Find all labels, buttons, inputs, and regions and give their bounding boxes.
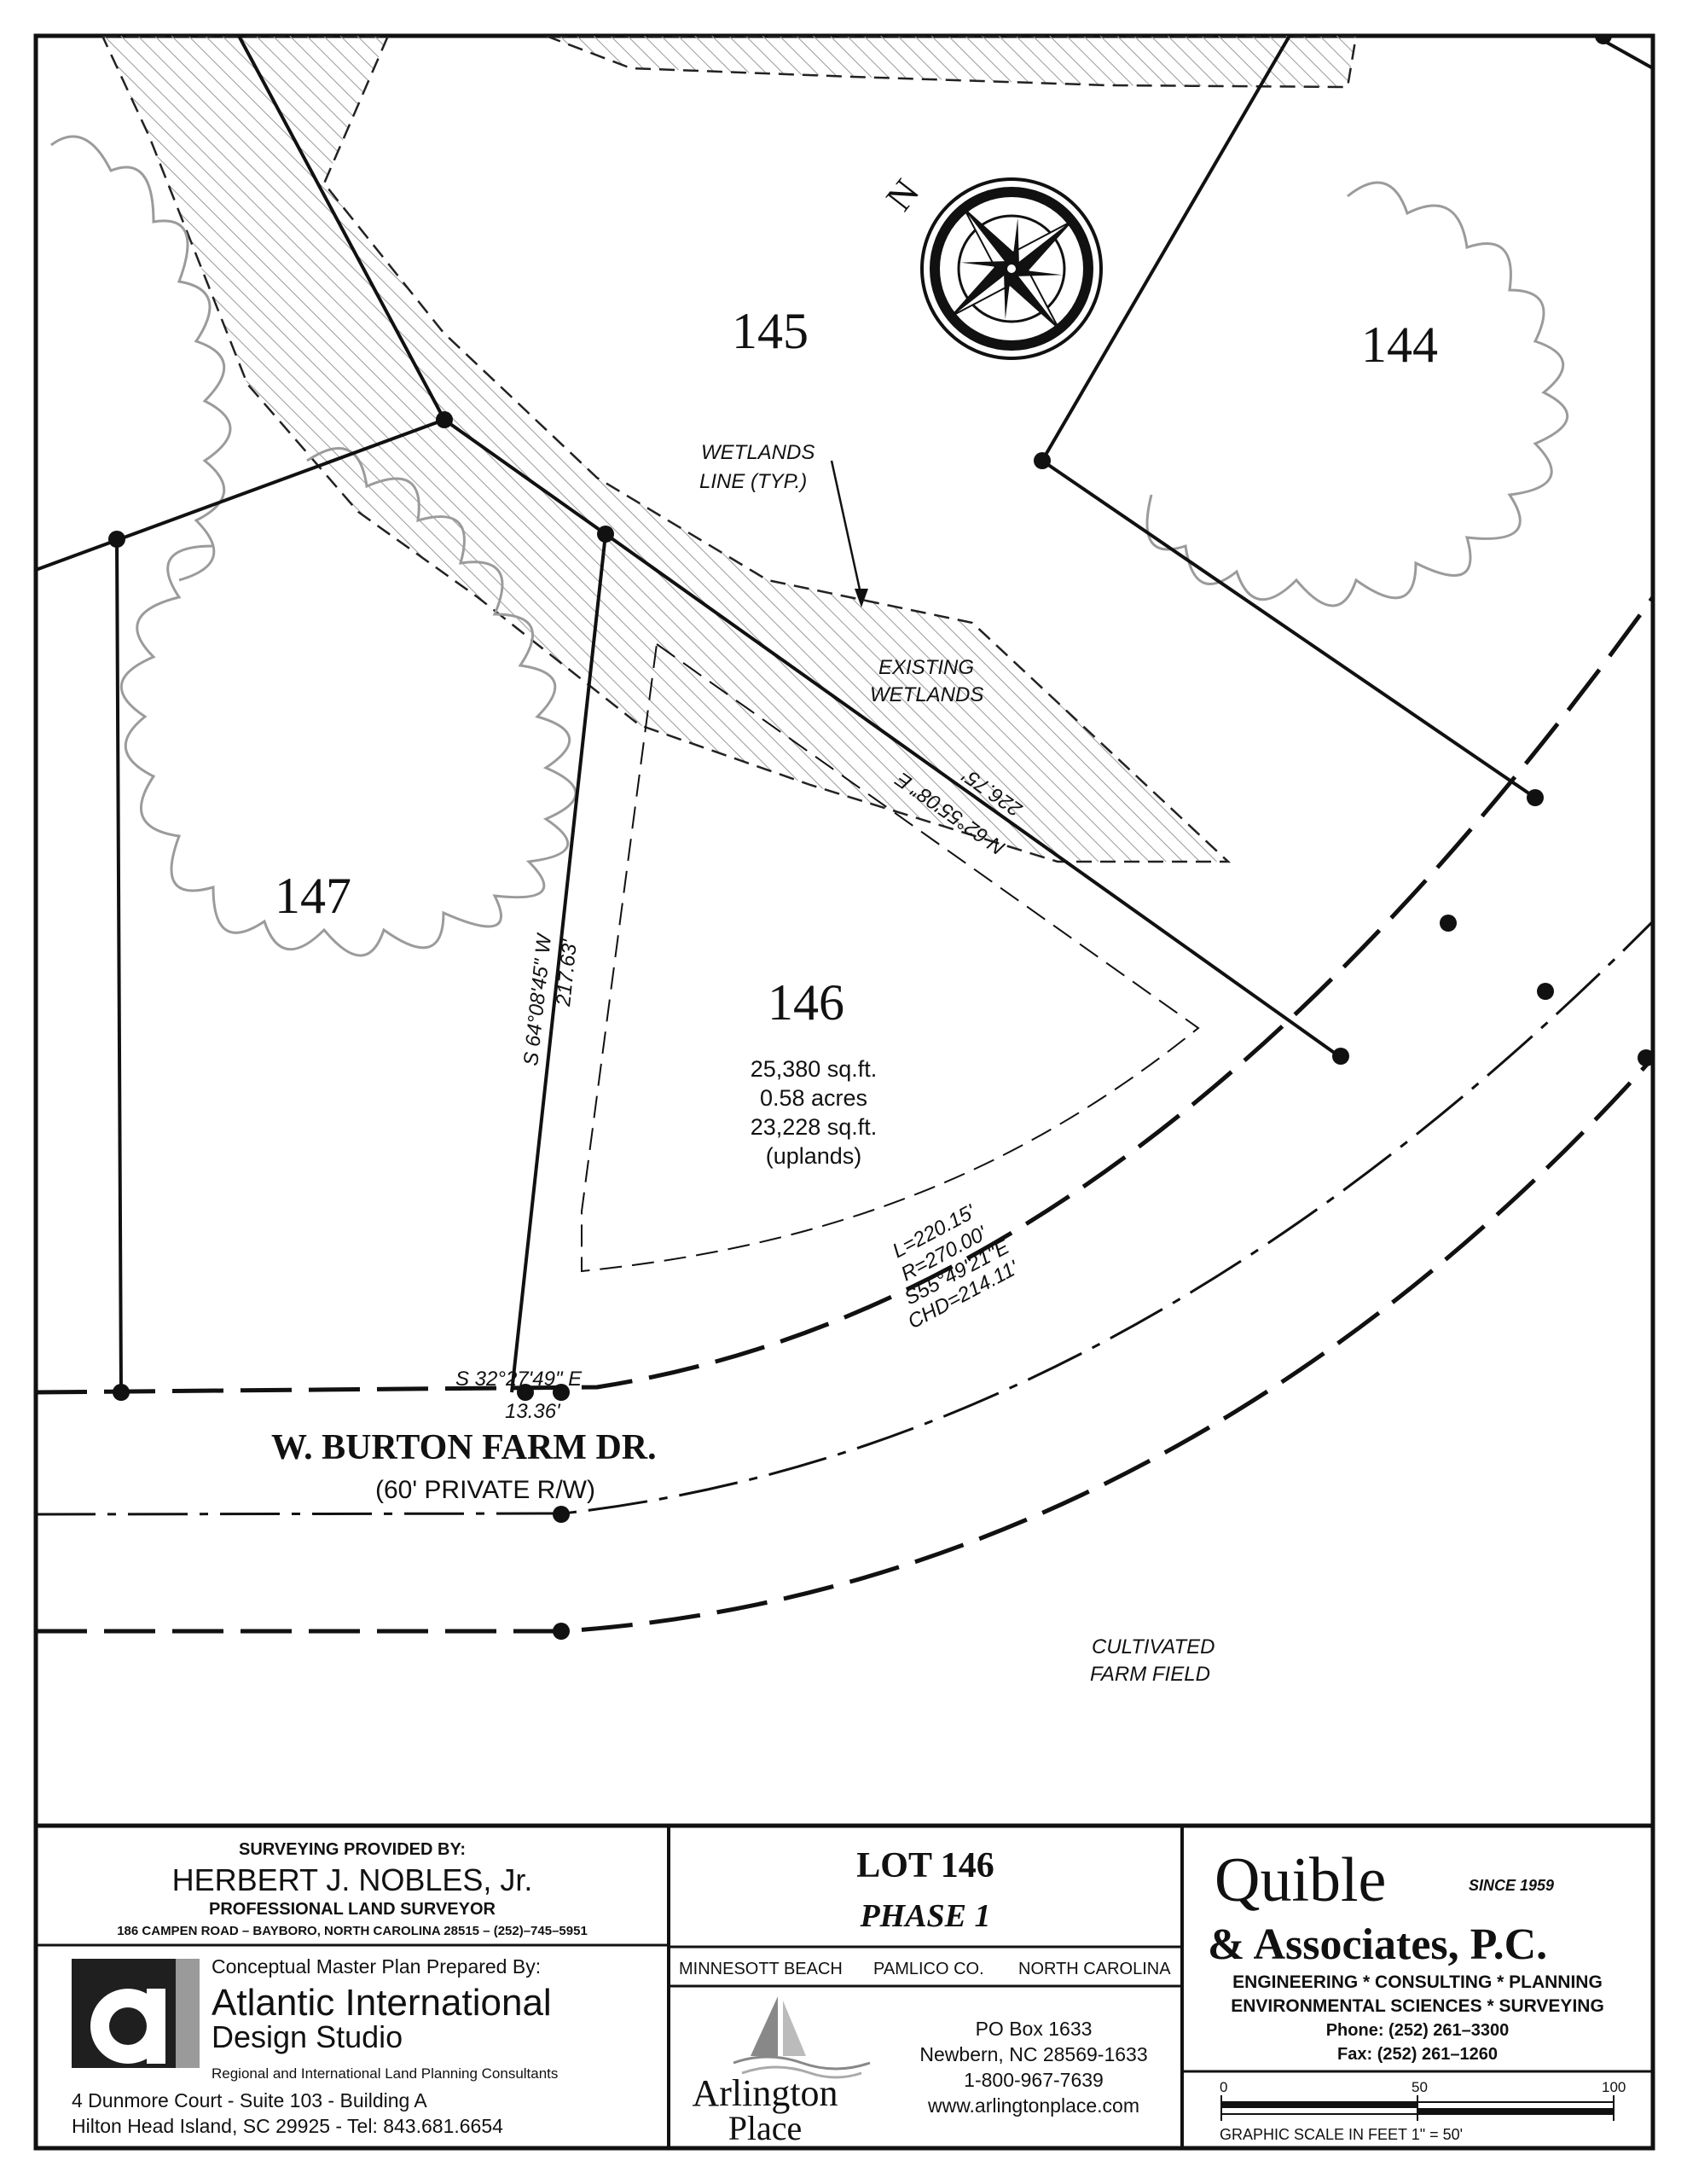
wetlands-area-top — [545, 36, 1358, 89]
project-web: www.arlingtonplace.com — [927, 2094, 1139, 2117]
engineer-block: Quible SINCE 1959 & Associates, P.C. ENG… — [1208, 1845, 1626, 2143]
uplands-boundary — [581, 643, 1200, 1273]
annotation-labels: WETLANDS LINE (TYP.) EXISTING WETLANDS C… — [699, 441, 1215, 1686]
project-phone: 1-800-967-7639 — [964, 2069, 1104, 2091]
lot-145-label: 145 — [732, 303, 809, 359]
lot-144-label: 144 — [1361, 317, 1438, 373]
project-county: PAMLICO CO. — [873, 1960, 984, 1978]
surveyor-title: PROFESSIONAL LAND SURVEYOR — [209, 1900, 496, 1919]
scale-label-0: 0 — [1220, 2079, 1227, 2095]
cultivated-label-1: CULTIVATED — [1092, 1635, 1215, 1658]
road-row-north — [36, 595, 1653, 1395]
road-name: W. BURTON FARM DR. — [271, 1428, 657, 1467]
road-row-label: (60' PRIVATE R/W) — [375, 1476, 595, 1504]
existing-wetlands-label-2: WETLANDS — [870, 683, 983, 706]
phase-title: PHASE 1 — [859, 1898, 990, 1934]
lot-146-area-block: 25,380 sq.ft. 0.58 acres 23,228 sq.ft. (… — [751, 1056, 878, 1169]
scale-label-100: 100 — [1602, 2079, 1626, 2095]
lot-title: LOT 146 — [856, 1846, 994, 1885]
engineer-fax: Fax: (252) 261–1260 — [1337, 2045, 1498, 2064]
area-sqft: 25,380 sq.ft. — [751, 1056, 878, 1082]
uplands-sqft: 23,228 sq.ft. — [751, 1114, 878, 1140]
existing-wetlands-label-1: EXISTING — [878, 656, 974, 679]
designer-address-1: 4 Dunmore Court - Suite 103 - Building A — [72, 2089, 427, 2111]
survey-points — [108, 36, 1653, 1640]
compass-rose-icon — [920, 177, 1103, 360]
surveyor-address: 186 CAMPEN ROAD – BAYBORO, NORTH CAROLIN… — [117, 1924, 588, 1938]
tree-line-center — [120, 446, 577, 957]
cultivated-label-2: FARM FIELD — [1090, 1663, 1210, 1686]
project-town: MINNESOTT BEACH — [679, 1960, 843, 1978]
engineer-name-2: & Associates, P.C. — [1208, 1920, 1547, 1969]
project-state: NORTH CAROLINA — [1018, 1960, 1171, 1978]
designer-tagline: Regional and International Land Planning… — [212, 2065, 558, 2082]
project-city: Newbern, NC 28569-1633 — [919, 2043, 1147, 2065]
road-row-south — [36, 1056, 1653, 1634]
designer-block: ai Conceptual Master Plan Prepared By: A… — [72, 1955, 558, 2137]
engineer-phone: Phone: (252) 261–3300 — [1326, 2021, 1510, 2040]
ai-logo-icon: ai — [72, 1959, 200, 2068]
north-label: N — [878, 171, 927, 218]
map-area: N 145 144 147 146 25,380 sq.ft. 0.58 acr… — [36, 36, 1653, 1686]
title-block: SURVEYING PROVIDED BY: HERBERT J. NOBLES… — [36, 1823, 1653, 2148]
engineer-name-1: Quible — [1215, 1845, 1386, 1915]
engineer-services-1: ENGINEERING * CONSULTING * PLANNING — [1232, 1972, 1603, 1992]
scale-caption: GRAPHIC SCALE IN FEET 1" = 50' — [1220, 2126, 1463, 2143]
bearing-labels: N 62°55'08" E 226.75' S 64°08'45" W 217.… — [455, 764, 1027, 1423]
wetlands-area-diagonal — [101, 36, 1232, 863]
project-block: LOT 146 PHASE 1 MINNESOTT BEACH PAMLICO … — [679, 1846, 1171, 2147]
designer-name-2: Design Studio — [212, 2019, 403, 2054]
brand-name-1: Arlington — [692, 2072, 838, 2114]
uplands-label: (uplands) — [766, 1143, 862, 1169]
surveyor-heading: SURVEYING PROVIDED BY: — [239, 1840, 466, 1859]
scale-label-50: 50 — [1412, 2079, 1428, 2095]
frontage-distance: 13.36' — [505, 1400, 561, 1423]
wetlands-line-label-2: LINE (TYP.) — [699, 470, 807, 493]
surveyor-name: HERBERT J. NOBLES, Jr. — [172, 1862, 533, 1897]
designer-heading: Conceptual Master Plan Prepared By: — [212, 1955, 541, 1978]
area-acres: 0.58 acres — [760, 1085, 867, 1111]
designer-address-2: Hilton Head Island, SC 29925 - Tel: 843.… — [72, 2115, 503, 2137]
engineer-since: SINCE 1959 — [1469, 1877, 1554, 1894]
road-centerline — [36, 920, 1653, 1516]
brand-name-2: Place — [728, 2109, 803, 2147]
tree-line-right — [1145, 181, 1569, 607]
engineer-services-2: ENVIRONMENTAL SCIENCES * SURVEYING — [1231, 1996, 1604, 2016]
wetlands-line-label-1: WETLANDS — [701, 441, 815, 464]
arlington-sail-logo-icon — [733, 1996, 871, 2079]
frontage-bearing: S 32°27'49" E — [455, 1368, 583, 1391]
lot-146-label: 146 — [768, 974, 844, 1031]
surveyor-block: SURVEYING PROVIDED BY: HERBERT J. NOBLES… — [117, 1840, 588, 1938]
graphic-scale: 0 50 100 GRAPHIC SCALE IN FEET 1" = 50' — [1220, 2079, 1626, 2143]
project-po-box: PO Box 1633 — [976, 2018, 1093, 2040]
wetlands-label-leader — [830, 460, 863, 598]
lot-147-label: 147 — [275, 868, 351, 924]
designer-name-1: Atlantic International — [212, 1982, 552, 2024]
west-line-distance: 217.63' — [552, 938, 582, 1008]
